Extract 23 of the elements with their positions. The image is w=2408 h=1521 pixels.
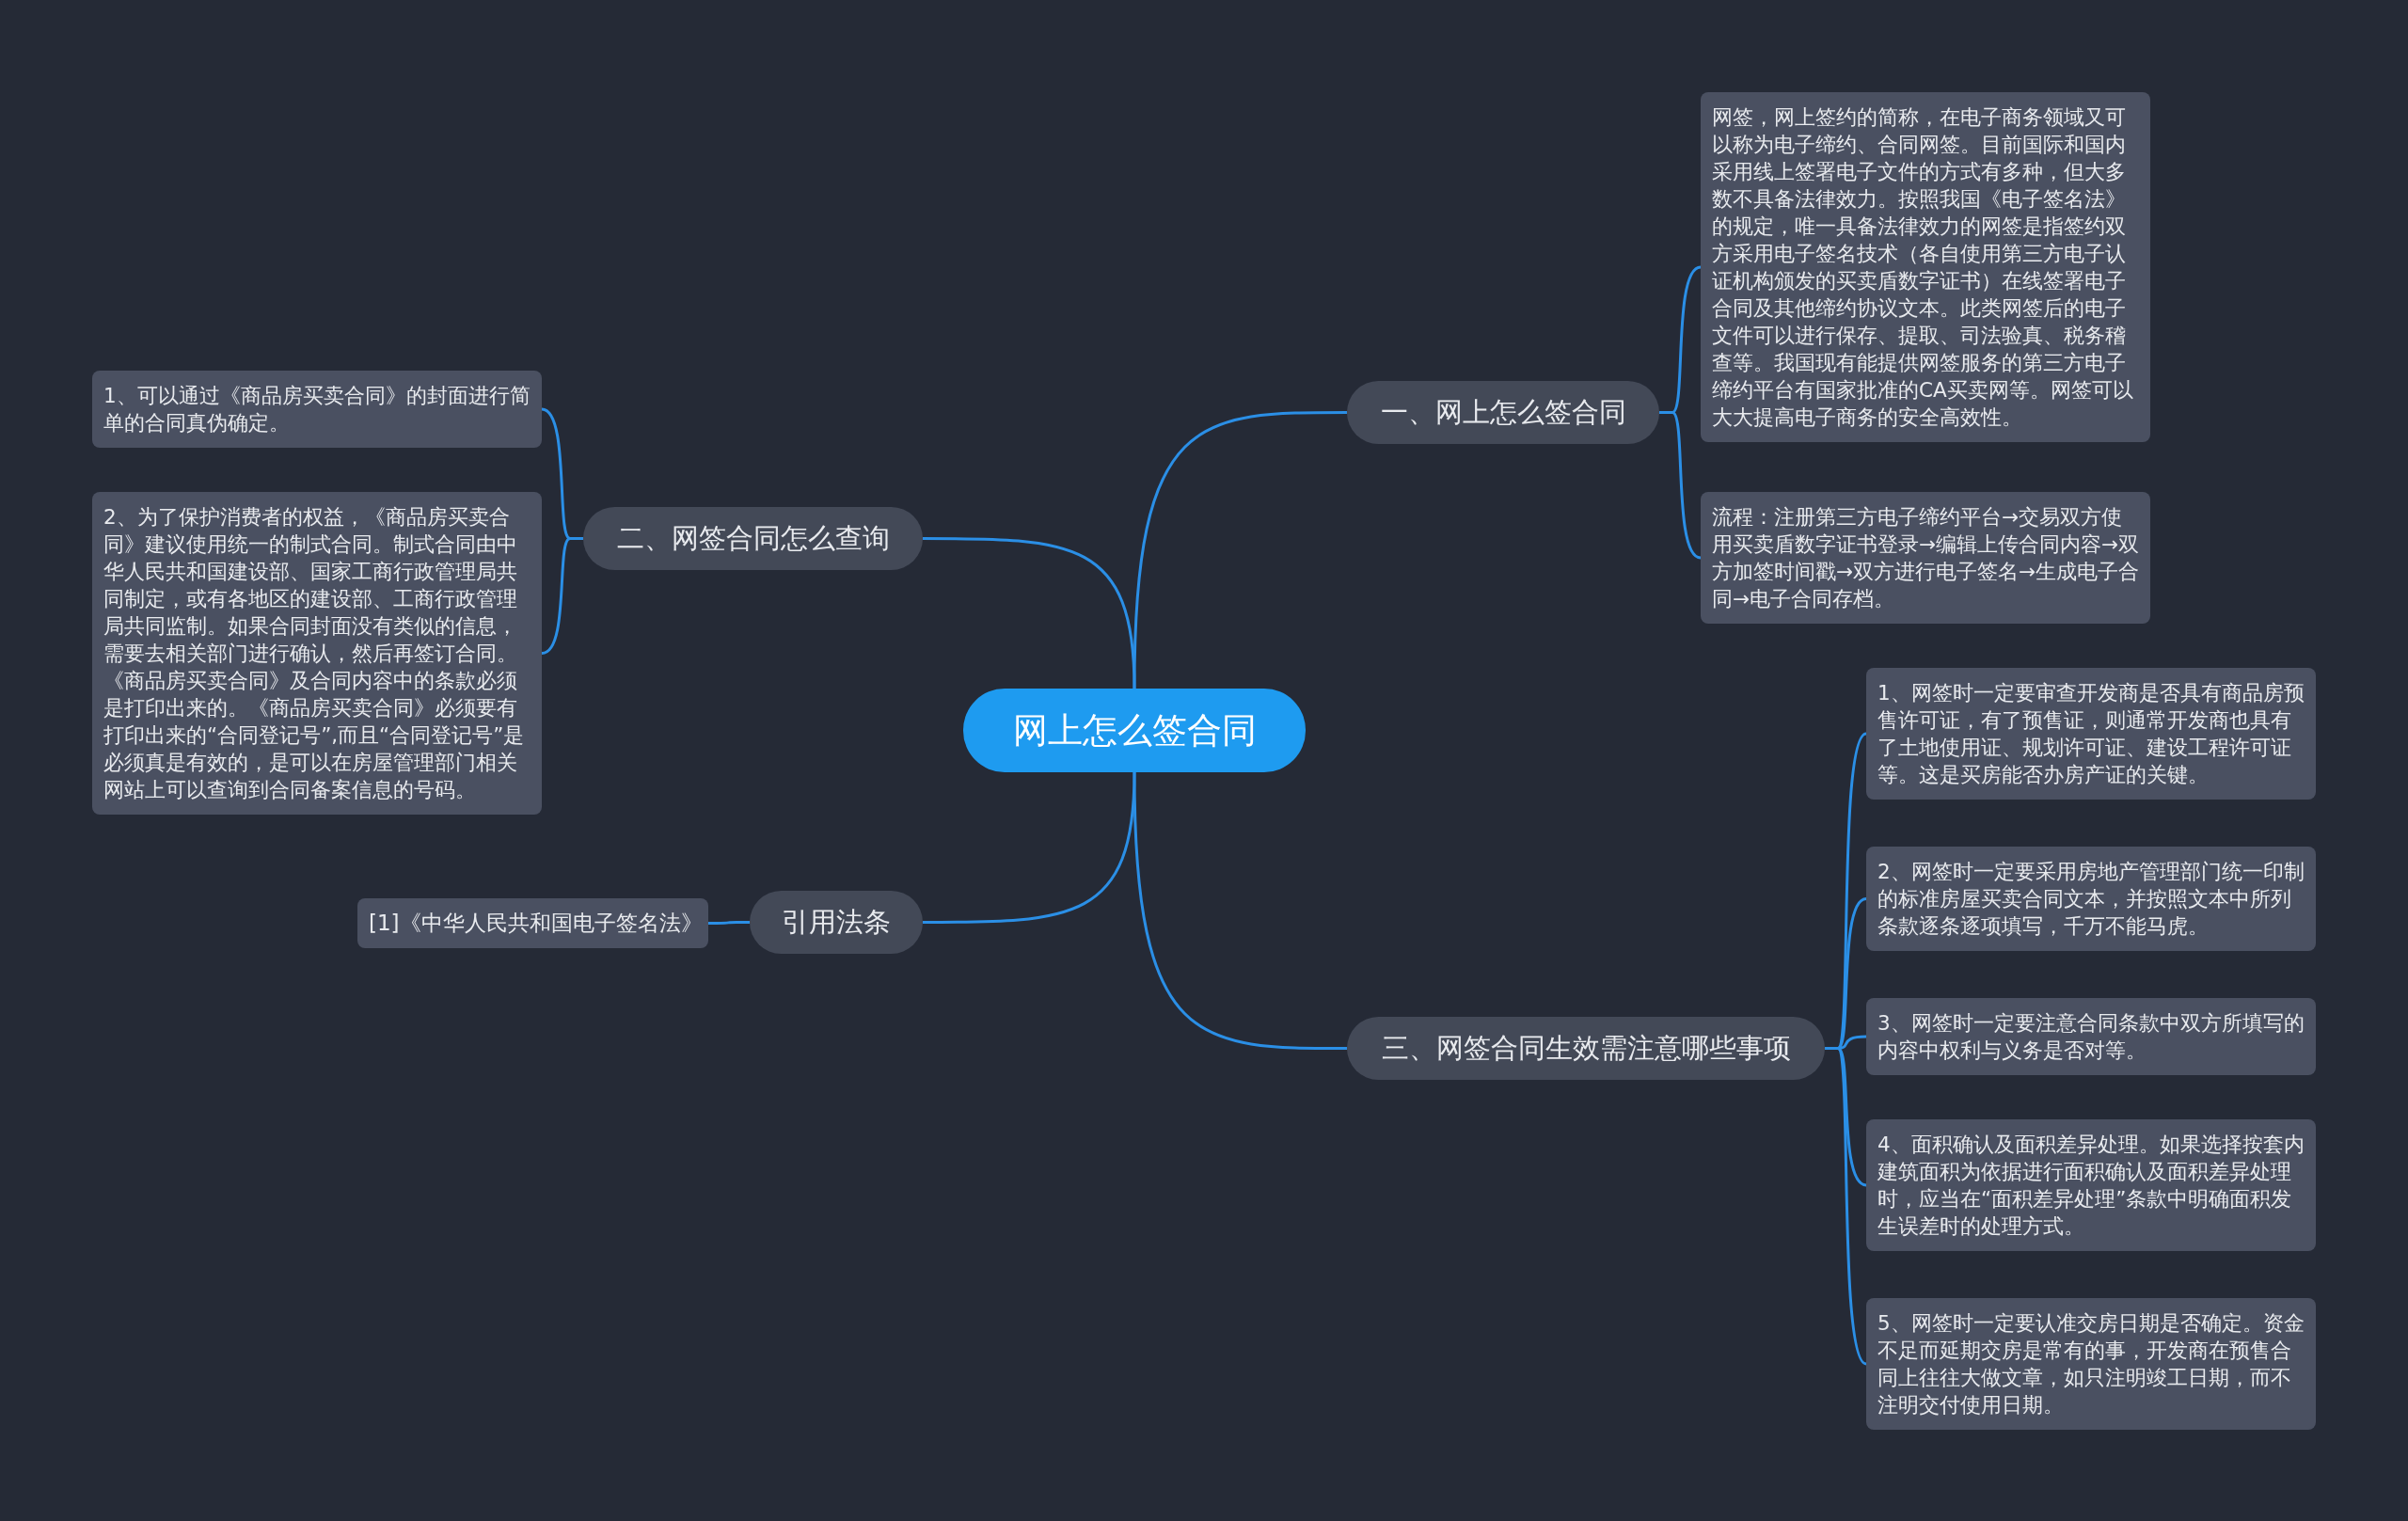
- note-card: 2、为了保护消费者的权益，《商品房买卖合同》建议使用统一的制式合同。制式合同由中华人民共和国建设部、国家工商行政管理局共同制定，或有各地区的建设部、工商行政管理局共同监制。如果合同封面没有类似的信息，需要去相关部门进行确认，然后再签订合同。《商品房买卖合同》及合同内容中的条款必须是打印出来的。《商品房买卖合同》必须要有打印出来的“合同登记号”,而且“合同登记号”是必须真是有效的，是可以在房屋管理部门相关网站上可以查询到合同备案信息的号码。: [92, 492, 542, 815]
- note-card: 网签，网上签约的简称，在电子商务领域又可以称为电子缔约、合同网签。目前国际和国内采用线上签署电子文件的方式有多种，但大多数不具备法律效力。按照我国《电子签名法》的规定，唯一具备法律效力的网签是指签约双方采用电子签名技术（各自使用第三方电子认证机构颁发的买卖盾数字证书）在线签署电子合同及其他缔约协议文本。此类网签后的电子文件可以进行保存、提取、司法验真、税务稽查等。我国现有能提供网签服务的第三方电子缔约平台有国家批准的CA买卖网等。网签可以大大提高电子商务的安全高效性。: [1701, 92, 2150, 442]
- branch-topic: 引用法条: [750, 891, 923, 954]
- connector-line: [1133, 411, 1347, 689]
- note-card: 流程：注册第三方电子缔约平台→交易双方使用买卖盾数字证书登录→编辑上传合同内容→双方加签时间戳→双方进行电子签名→生成电子合同→电子合同存档。: [1701, 492, 2150, 624]
- note-card: 4、面积确认及面积差异处理。如果选择按套内建筑面积为依据进行面积确认及面积差异处理时，应当在“面积差异处理”条款中明确面积发生误差时的处理方式。: [1866, 1119, 2316, 1251]
- note-card: 1、可以通过《商品房买卖合同》的封面进行简单的合同真伪确定。: [92, 371, 542, 448]
- note-card: 5、网签时一定要认准交房日期是否确定。资金不足而延期交房是常有的事，开发商在预售合同上往往大做文章，如只注明竣工日期，而不注明交付使用日期。: [1866, 1298, 2316, 1430]
- branch-topic: 二、网签合同怎么查询: [583, 507, 923, 570]
- branch-topic: 三、网签合同生效需注意哪些事项: [1347, 1017, 1825, 1080]
- connector-line: [1659, 411, 1702, 560]
- central-topic: 网上怎么签合同: [963, 689, 1306, 772]
- note-card: [1]《中华人民共和国电子签名法》: [357, 897, 708, 948]
- branch-topic: 一、网上怎么签合同: [1347, 381, 1659, 444]
- connector-line: [541, 537, 583, 655]
- connector-line: [1825, 1047, 1868, 1366]
- connector-line: [923, 537, 1136, 689]
- connector-line: [708, 921, 750, 925]
- connector-line: [1133, 771, 1347, 1050]
- note-card: 3、网签时一定要注意合同条款中双方所填写的内容中权利与义务是否对等。: [1866, 998, 2316, 1075]
- note-card: 1、网签时一定要审查开发商是否具有商品房预售许可证，有了预售证，则通常开发商也具有了土地使用证、规划许可证、建设工程许可证等。这是买房能否办房产证的关键。: [1866, 668, 2316, 800]
- note-card: 2、网签时一定要采用房地产管理部门统一印制的标准房屋买卖合同文本，并按照文本中所列条款逐条逐项填写，千万不能马虎。: [1866, 847, 2316, 951]
- connector-line: [923, 771, 1136, 924]
